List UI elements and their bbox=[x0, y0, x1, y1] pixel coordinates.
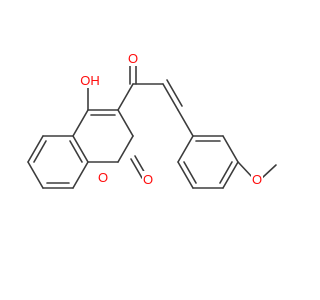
bond bbox=[27, 161, 44, 189]
bond bbox=[72, 109, 89, 137]
atom-methoxy-o: O bbox=[251, 171, 263, 187]
pyranone-ring bbox=[72, 109, 134, 163]
bond bbox=[162, 83, 179, 111]
hydroxyl-label: OH bbox=[80, 73, 100, 88]
methoxyphenyl-ring bbox=[177, 109, 239, 189]
methoxy-oxygen-label: O bbox=[252, 172, 262, 187]
bond-double-inner bbox=[219, 161, 233, 184]
bond bbox=[222, 135, 239, 163]
atom-ring-o: O bbox=[97, 169, 109, 185]
bond bbox=[177, 161, 194, 189]
bond bbox=[72, 135, 89, 163]
atom-oh: OH bbox=[78, 72, 102, 88]
bond-double bbox=[130, 158, 143, 179]
molecule-structure-diagram: OH O O O O bbox=[27, 50, 277, 189]
lactone-oxygen-label: O bbox=[143, 172, 153, 187]
benzene-ring-fused bbox=[27, 135, 89, 189]
bond bbox=[117, 109, 134, 137]
bond-double-inner bbox=[166, 79, 183, 107]
bond bbox=[117, 135, 134, 163]
bond bbox=[117, 83, 134, 111]
ring-oxygen-label: O bbox=[98, 170, 108, 185]
bond bbox=[222, 161, 239, 189]
bond-double-inner bbox=[183, 161, 197, 184]
bond bbox=[72, 161, 89, 189]
bond-double-inner bbox=[33, 140, 47, 163]
bond bbox=[261, 164, 277, 179]
atom-lactone-o: O bbox=[142, 171, 154, 187]
ketone-oxygen-label: O bbox=[128, 51, 138, 66]
bond bbox=[177, 109, 194, 137]
bond bbox=[27, 135, 44, 163]
bond bbox=[237, 161, 254, 179]
bond-double-inner bbox=[69, 140, 83, 163]
atom-ketone-o: O bbox=[127, 50, 139, 66]
bond bbox=[177, 135, 194, 163]
